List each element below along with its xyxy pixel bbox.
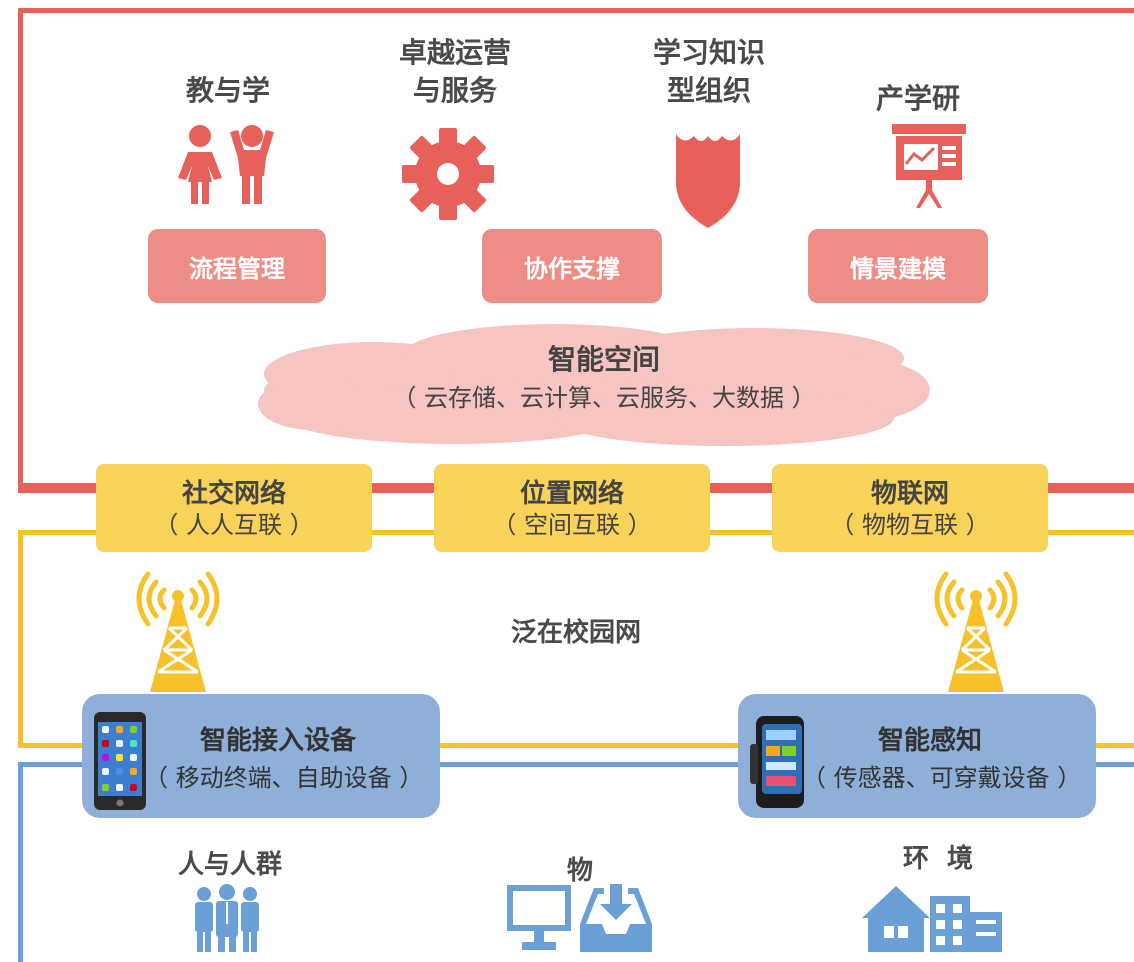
device-smart-sensing-title: 智能感知	[878, 726, 983, 756]
bottom-layer-frame	[18, 762, 1134, 962]
network-social-subtitle: （ 人人互联 ）	[154, 511, 314, 539]
network-location-title: 位置网络	[519, 479, 624, 509]
buildings-icon	[862, 886, 1002, 952]
antenna-tower-icon	[136, 571, 220, 692]
label-things: 物	[566, 856, 593, 886]
label-operations: 卓越运营 与服务	[398, 36, 511, 107]
label-industry-research: 产学研	[875, 82, 960, 115]
pill-collaboration-support: 协作支撑	[482, 229, 662, 303]
network-location-subtitle: （ 空间互联 ）	[492, 511, 652, 539]
network-iot-subtitle: （ 物物互联 ）	[830, 511, 990, 539]
antenna-tower-icon	[934, 571, 1018, 692]
wearable-icon	[750, 716, 804, 808]
label-environment: 环 境	[902, 844, 974, 874]
cloud-shape	[258, 324, 930, 446]
presentation-icon	[892, 124, 966, 208]
campus-network-label: 泛在校园网	[510, 618, 641, 648]
label-people: 人与人群	[177, 850, 282, 880]
device-smart-sensing-subtitle: （ 传感器、可穿戴设备 ）	[802, 764, 1082, 792]
shield-icon	[676, 134, 740, 228]
gear-icon	[402, 128, 494, 220]
cloud-label: 智能空间 （ 云存储、云计算、云服务、大数据 ）	[334, 340, 874, 416]
pill-scenario-modeling: 情景建模	[808, 229, 988, 303]
network-social-title: 社交网络	[181, 479, 286, 509]
inbox-icon	[580, 884, 652, 952]
device-smart-access-title: 智能接入设备	[200, 726, 357, 756]
network-iot: 物联网 （ 物物互联 ）	[772, 464, 1048, 552]
cloud-title: 智能空间	[547, 343, 660, 376]
cloud-subtitle: （ 云存储、云计算、云服务、大数据 ）	[392, 384, 816, 412]
network-social: 社交网络 （ 人人互联 ）	[96, 464, 372, 552]
network-location: 位置网络 （ 空间互联 ）	[434, 464, 710, 552]
monitor-icon	[507, 885, 571, 950]
device-smart-access: 智能接入设备 （ 移动终端、自助设备 ）	[82, 694, 440, 818]
device-smart-sensing: 智能感知 （ 传感器、可穿戴设备 ）	[738, 694, 1096, 818]
people-icon	[178, 125, 274, 204]
phone-icon	[94, 712, 146, 810]
device-smart-access-subtitle: （ 移动终端、自助设备 ）	[144, 764, 424, 792]
network-iot-title: 物联网	[870, 479, 949, 509]
crowd-icon	[195, 884, 259, 952]
label-teaching: 教与学	[185, 74, 270, 107]
pill-process-management: 流程管理	[148, 229, 326, 303]
label-learning-org: 学习知识 型组织	[652, 36, 765, 107]
